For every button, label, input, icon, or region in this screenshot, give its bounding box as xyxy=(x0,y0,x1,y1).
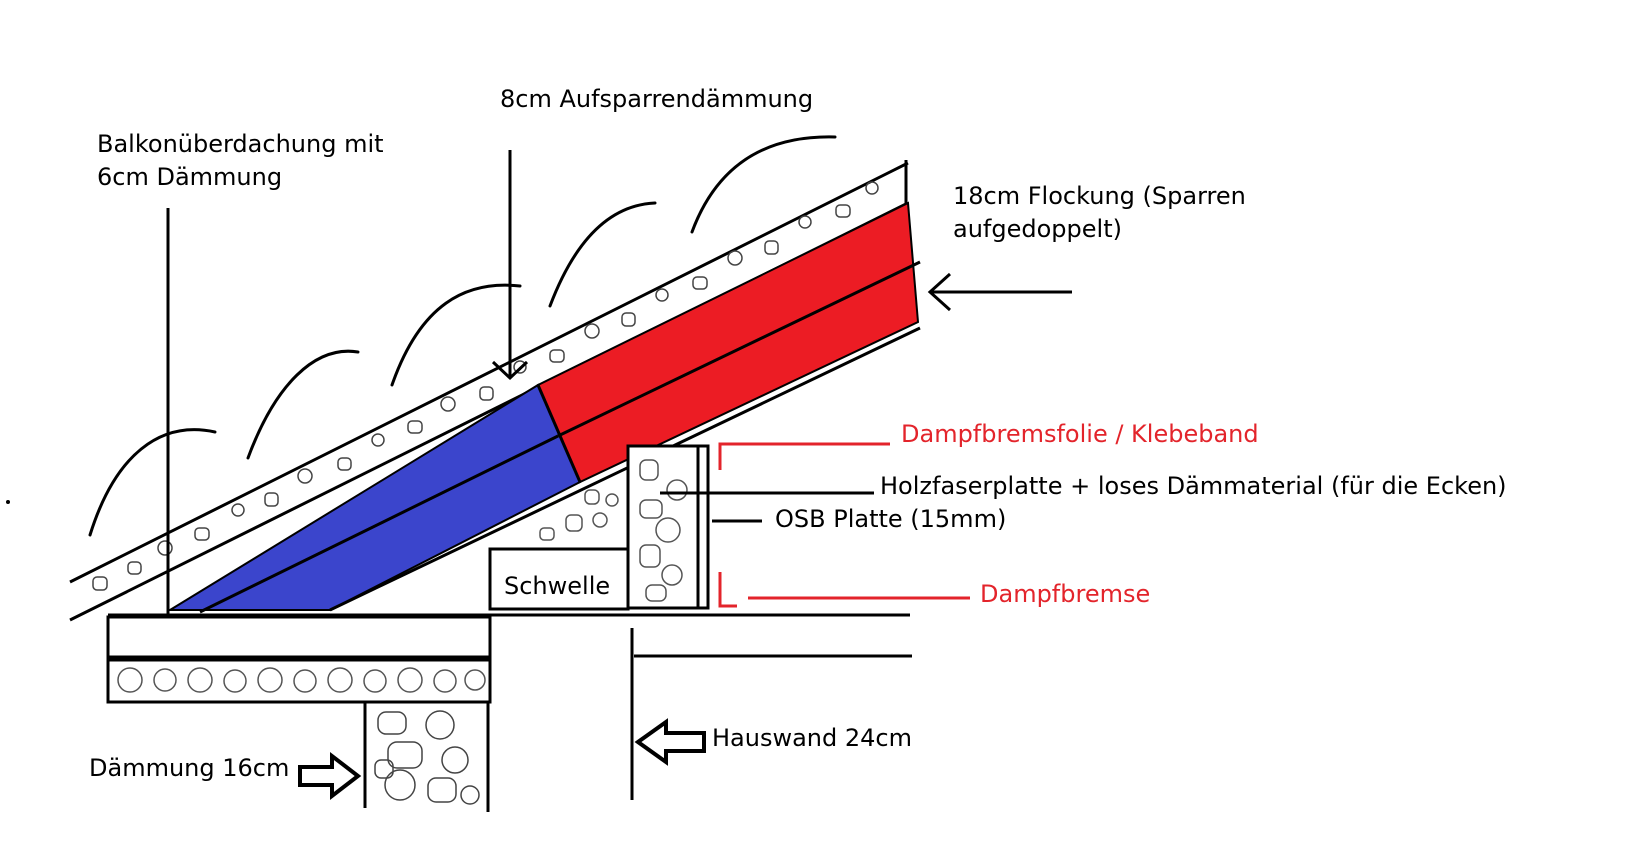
aufsparren-texture xyxy=(92,181,879,591)
insulation-post xyxy=(363,702,490,812)
label-flockung-line2: aufgedoppelt) xyxy=(953,215,1122,243)
slab-insulation-texture xyxy=(117,667,486,693)
label-dampfbremse: Dampfbremse xyxy=(980,580,1151,608)
roof-underside-line xyxy=(329,326,921,612)
wall-top-stack xyxy=(626,444,710,610)
label-balkon: Balkonüberdachung mit 6cm Dämmung xyxy=(97,128,384,194)
holzfaser-texture xyxy=(639,459,688,602)
red-flockung-section xyxy=(536,201,921,484)
roof-sketch-curves xyxy=(88,135,837,537)
label-flockung-line1: 18cm Flockung (Sparren xyxy=(953,182,1246,210)
stray-dot xyxy=(6,500,10,504)
label-aufsparren: 8cm Aufsparrendämmung xyxy=(500,85,814,113)
label-balkon-line2: 6cm Dämmung xyxy=(97,163,283,191)
label-holzfaserplatte: Holzfaserplatte + loses Dämmaterial (für… xyxy=(880,472,1507,500)
hauswand-arrow xyxy=(634,718,706,766)
aufsparren-arrow xyxy=(491,150,529,381)
flockung-arrow xyxy=(927,272,1072,312)
label-balkon-line1: Balkonüberdachung mit xyxy=(97,130,384,158)
post-texture xyxy=(374,710,480,805)
daemm16-arrow xyxy=(298,751,362,801)
label-schwelle: Schwelle xyxy=(504,572,611,600)
dampfbremse-markers xyxy=(718,442,970,608)
label-osb-platte: OSB Platte (15mm) xyxy=(775,505,1007,533)
balcony-slab xyxy=(106,615,492,704)
label-hauswand: Hauswand 24cm xyxy=(712,724,912,752)
corner-fill-texture xyxy=(539,489,619,541)
floor-lines xyxy=(108,613,912,658)
label-daemmung-16cm: Dämmung 16cm xyxy=(89,754,290,782)
schwelle-block xyxy=(488,547,630,611)
label-dampfbremsfolie: Dampfbremsfolie / Klebeband xyxy=(901,420,1259,448)
label-flockung: 18cm Flockung (Sparren aufgedoppelt) xyxy=(953,180,1246,246)
